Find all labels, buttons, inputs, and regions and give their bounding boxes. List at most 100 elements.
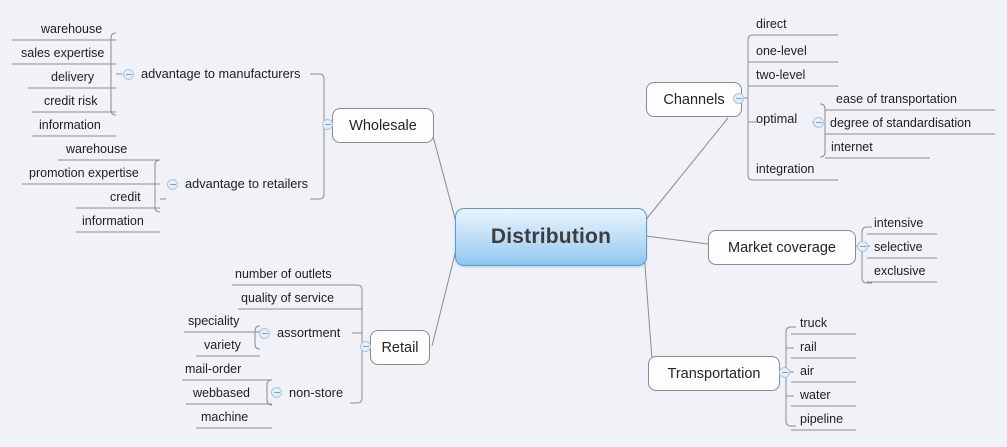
branch-label-channels: Channels <box>663 91 725 108</box>
leaf-optimal-internet[interactable]: internet <box>828 140 876 157</box>
label-webbased: webbased <box>193 386 250 400</box>
spoke-channels <box>643 117 729 223</box>
branch-label-wholesale: Wholesale <box>349 117 417 134</box>
node-quality-of-service[interactable]: quality of service <box>238 291 337 308</box>
node-assortment[interactable]: assortment <box>274 325 343 342</box>
node-number-of-outlets[interactable]: number of outlets <box>232 267 335 284</box>
leaf-assortment-speciality[interactable]: speciality <box>185 314 242 331</box>
node-direct[interactable]: direct <box>753 17 790 34</box>
node-integration[interactable]: integration <box>753 162 817 179</box>
label-advantage-to-manufacturers: advantage to manufacturers <box>141 66 301 81</box>
label-direct: direct <box>756 17 787 31</box>
leaf-nonstore-machine[interactable]: machine <box>198 410 251 427</box>
toggle-assortment[interactable] <box>259 328 270 339</box>
spoke-retail <box>431 249 457 347</box>
node-selective[interactable]: selective <box>871 240 926 257</box>
leaf-wholesale-mfr-credit-risk[interactable]: credit risk <box>41 94 100 111</box>
label-speciality: speciality <box>188 314 240 328</box>
leaf-optimal-degree-of-standardisation[interactable]: degree of standardisation <box>827 116 974 133</box>
label-information-1: information <box>39 118 101 132</box>
leaf-assortment-variety[interactable]: variety <box>201 338 244 355</box>
toggle-non-store[interactable] <box>271 387 282 398</box>
label-intensive: intensive <box>874 216 924 230</box>
leaf-wholesale-mfr-information[interactable]: information <box>36 118 104 135</box>
label-advantage-to-retailers: advantage to retailers <box>185 176 309 191</box>
label-number-of-outlets: number of outlets <box>235 267 332 281</box>
leaf-wholesale-ret-information[interactable]: information <box>79 214 147 231</box>
node-advantage-to-retailers[interactable]: advantage to retailers <box>182 176 311 193</box>
label-integration: integration <box>756 162 815 176</box>
label-warehouse-1: warehouse <box>41 22 103 36</box>
branch-node-market-coverage[interactable]: Market coverage <box>708 230 856 265</box>
label-truck: truck <box>800 316 828 330</box>
label-delivery: delivery <box>51 70 95 84</box>
wire-retailers-bracket <box>154 159 161 213</box>
label-ease-of-transportation: ease of transportation <box>836 92 957 106</box>
toggle-transportation[interactable] <box>779 367 790 378</box>
node-truck[interactable]: truck <box>797 316 830 333</box>
node-exclusive[interactable]: exclusive <box>871 264 928 281</box>
node-intensive[interactable]: intensive <box>871 216 926 233</box>
leaf-optimal-ease-of-transportation[interactable]: ease of transportation <box>833 92 960 109</box>
branch-label-transportation: Transportation <box>667 365 761 382</box>
label-machine: machine <box>201 410 249 424</box>
label-two-level: two-level <box>756 68 806 82</box>
root-node-distribution[interactable]: Distribution <box>455 208 647 266</box>
label-pipeline: pipeline <box>800 412 844 426</box>
node-non-store[interactable]: non-store <box>286 385 346 402</box>
wire-wholesale-retailers <box>310 124 325 200</box>
label-credit: credit <box>110 190 141 204</box>
leaf-wholesale-ret-warehouse[interactable]: warehouse <box>63 142 130 159</box>
label-promotion-expertise: promotion expertise <box>29 166 139 180</box>
label-selective: selective <box>874 240 923 254</box>
node-two-level[interactable]: two-level <box>753 68 808 85</box>
label-water: water <box>800 388 831 402</box>
node-one-level[interactable]: one-level <box>753 44 810 61</box>
leaf-wholesale-ret-promotion-expertise[interactable]: promotion expertise <box>26 166 142 183</box>
wire-tr-truck <box>778 326 796 373</box>
leaf-wholesale-mfr-sales-expertise[interactable]: sales expertise <box>18 46 107 63</box>
branch-node-retail[interactable]: Retail <box>370 330 430 365</box>
label-one-level: one-level <box>756 44 807 58</box>
node-optimal[interactable]: optimal <box>753 111 800 128</box>
leaf-nonstore-mail-order[interactable]: mail-order <box>182 362 244 379</box>
label-credit-risk: credit risk <box>44 94 98 108</box>
spoke-wholesale <box>429 124 457 223</box>
leaf-wholesale-ret-credit[interactable]: credit <box>107 190 144 207</box>
branch-node-channels[interactable]: Channels <box>646 82 742 117</box>
toggle-market-coverage[interactable] <box>857 241 868 252</box>
toggle-wholesale[interactable] <box>322 119 333 130</box>
toggle-retail[interactable] <box>360 341 371 352</box>
node-water[interactable]: water <box>797 388 834 405</box>
leaf-nonstore-webbased[interactable]: webbased <box>190 386 253 403</box>
label-variety: variety <box>204 338 241 352</box>
node-pipeline[interactable]: pipeline <box>797 412 846 429</box>
label-air: air <box>800 364 814 378</box>
wire-wholesale-mfr <box>310 73 332 125</box>
node-air[interactable]: air <box>797 364 817 381</box>
toggle-advantage-to-retailers[interactable] <box>167 179 178 190</box>
leaf-wholesale-mfr-delivery[interactable]: delivery <box>48 70 97 87</box>
wire-retail-outlets <box>350 284 370 347</box>
label-internet: internet <box>831 140 873 154</box>
spoke-market-coverage <box>645 235 709 245</box>
label-rail: rail <box>800 340 817 354</box>
wire-mfr-bracket <box>110 32 117 116</box>
leaf-wholesale-mfr-warehouse[interactable]: warehouse <box>38 22 105 39</box>
node-advantage-to-manufacturers[interactable]: advantage to manufacturers <box>138 66 303 83</box>
label-sales-expertise: sales expertise <box>21 46 105 60</box>
label-quality-of-service: quality of service <box>241 291 335 305</box>
branch-node-transportation[interactable]: Transportation <box>648 356 780 391</box>
toggle-channels[interactable] <box>733 93 744 104</box>
toggle-advantage-to-manufacturers[interactable] <box>123 69 134 80</box>
node-rail[interactable]: rail <box>797 340 820 357</box>
root-node-label: Distribution <box>490 225 612 248</box>
branch-node-wholesale[interactable]: Wholesale <box>332 108 434 143</box>
wire-optimal-bracket <box>819 103 826 158</box>
label-assortment: assortment <box>277 325 341 340</box>
wire-retail-nonstore <box>350 346 363 404</box>
label-non-store: non-store <box>289 385 344 400</box>
toggle-optimal[interactable] <box>813 117 824 128</box>
label-information-2: information <box>82 214 144 228</box>
